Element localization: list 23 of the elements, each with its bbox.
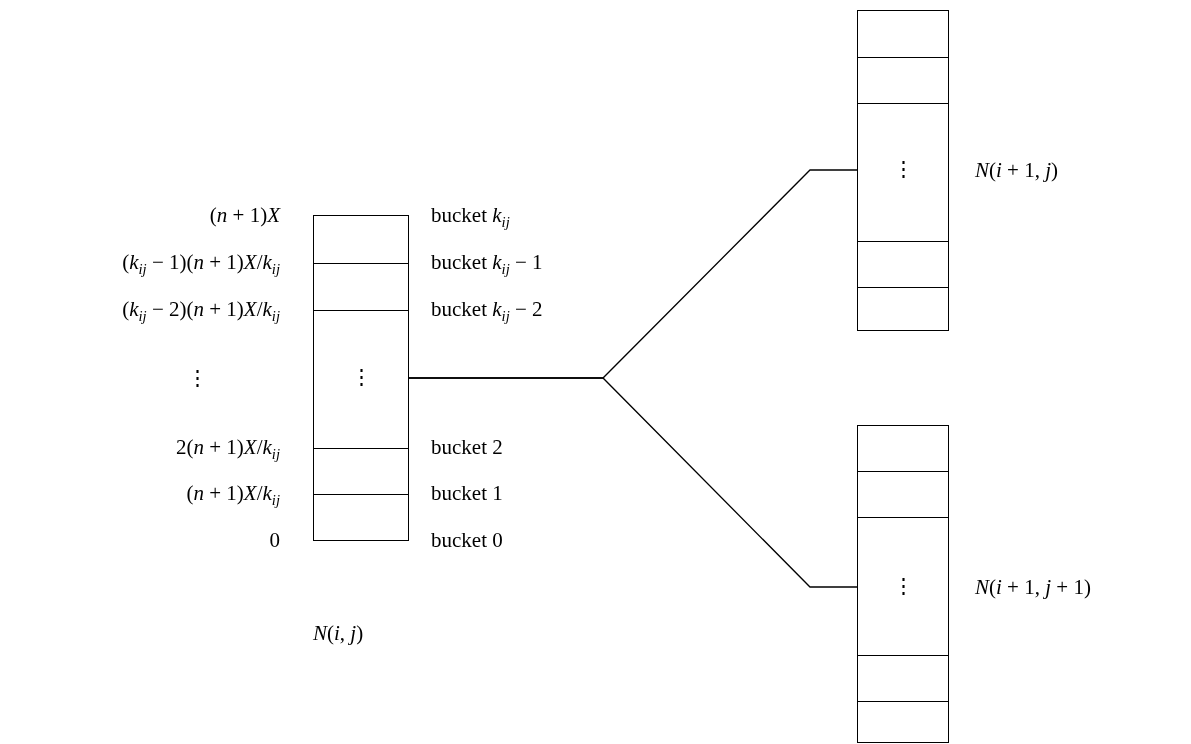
branch-line — [408, 377, 858, 588]
boundary-value: 2(n + 1)X/k$_{ij}$ — [176, 435, 280, 465]
boundary-value: (k$_{ij}$ − 1)(n + 1)X/k$_{ij}$ — [122, 250, 280, 280]
bucket-label: bucket k$_{ij}$ — [431, 203, 510, 233]
bucket-stack — [857, 425, 949, 743]
bucket-stack — [313, 215, 409, 541]
ellipsis-text: ⋮ — [891, 157, 915, 182]
bucket-label: bucket 0 — [431, 528, 503, 552]
boundary-value: (n + 1)X — [209, 203, 280, 227]
node-name: N(i + 1, j + 1) — [975, 575, 1091, 599]
bucket-label: bucket k$_{ij}$ − 2 — [431, 297, 543, 327]
node-name: N(i + 1, j) — [975, 158, 1059, 182]
boundary-value: 0 — [269, 528, 280, 552]
ellipsis-text: ⋮ — [349, 365, 373, 390]
node-name: N(i, j) — [313, 621, 364, 645]
bucket-label: bucket 2 — [431, 435, 503, 459]
bucket-label: bucket k$_{ij}$ − 1 — [431, 250, 543, 280]
boundary-value: (n + 1)X/k$_{ij}$ — [186, 481, 280, 511]
boundary-value: (k$_{ij}$ − 2)(n + 1)X/k$_{ij}$ — [122, 297, 280, 327]
ellipsis-text: ⋮ — [187, 366, 208, 390]
bucket-label: bucket 1 — [431, 481, 503, 505]
ellipsis-text: ⋮ — [891, 574, 915, 599]
bucket-stack — [857, 10, 949, 331]
